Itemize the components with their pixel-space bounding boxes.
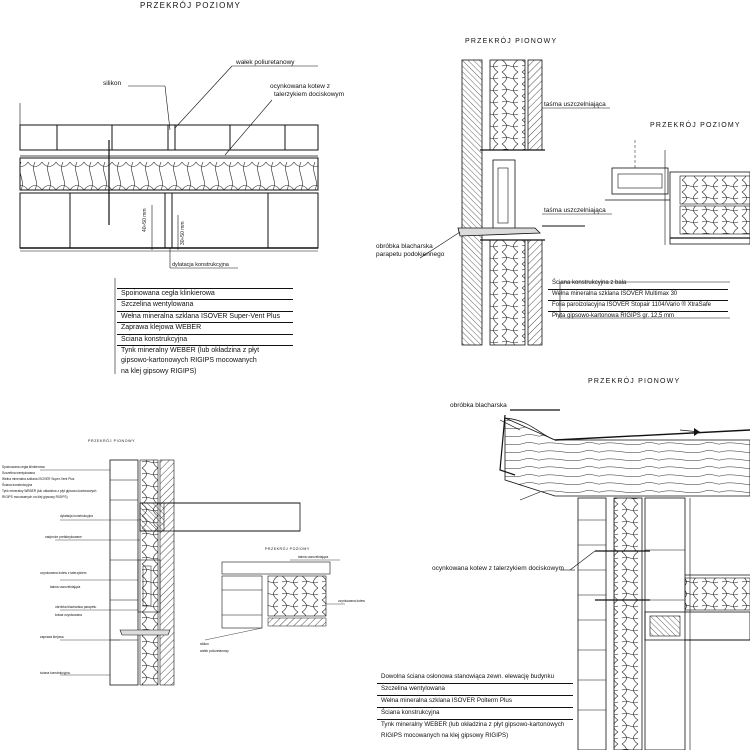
d1-callout-kotew-1: ocynkowana kotew z [270, 83, 330, 90]
d1-dim-b: 30÷50 mm [180, 221, 186, 245]
d2-layer-2: Wełna mineralna szklana ISOVER Multimax … [548, 290, 728, 301]
d1-layer-8: na klej gipsowy RIGIPS) [121, 367, 197, 375]
d1-layer-3: Wełna mineralna szklana ISOVER Super-Ven… [117, 312, 293, 324]
d5-obrobka: obróbka blacharska [450, 402, 507, 409]
d4-callout-2: ocynkowana kotew [338, 599, 365, 603]
d2-obrobka-1: obróbka blacharska [376, 243, 433, 250]
d1-callout-silikon: silikon [103, 80, 122, 87]
d3-note-4: Ściana konstrukcyjna [2, 483, 33, 487]
d1-layer-5: Ściana konstrukcyjna [117, 335, 293, 346]
diagram-2 [419, 59, 750, 346]
d3-callout-2: nadproże prefabrykowane [45, 535, 82, 539]
d5-layer-1: Dowolna ściana osłonowa stanowiąca zewn.… [377, 672, 573, 684]
d3-note-3: Wełna mineralna szklana ISOVER Super-Ven… [2, 477, 75, 481]
d4-callout-4: wałek poliuretanowy [200, 649, 229, 653]
d2-layer-3: Folia paroizolacyjna ISOVER Stopair 1104… [548, 301, 728, 312]
diagram-1 [19, 65, 319, 374]
d3-title: PRZEKRÓJ PIONOWY [88, 439, 136, 443]
d1-callout-walek: wałek poliuretanowy [236, 59, 295, 66]
d3-callout-4: taśma uszczelniająca [50, 585, 81, 589]
d4-title: PRZEKRÓJ POZIOMY [265, 547, 310, 551]
d1-title: PRZEKRÓJ POZIOMY [140, 1, 241, 10]
d2-obrobka-2: parapetu podokiennego [376, 251, 445, 258]
d5-layer-2: Szczelina wentylowana [377, 684, 573, 696]
d5-layer-legend: Dowolna ściana osłonowa stanowiąca zewn.… [377, 672, 573, 739]
d5-layer-5: Tynk mineralny WEBER (lub okładzina z pł… [381, 721, 565, 728]
d2-layer-legend: Ściana konstrukcyjna z bala Wełna minera… [548, 279, 728, 319]
d3-note-1: Spoinowana cegła klinkierowa [2, 465, 45, 469]
d1-layer-1: Spoinowana cegła klinkierowa [117, 289, 293, 301]
d3-callout-5: obróbka blacharska parapetu [55, 605, 97, 609]
d1-callout-dylatacja: dylatacja konstrukcyjna [172, 262, 229, 268]
d1-layer-legend: Spoinowana cegła klinkierowa Szczelina w… [117, 288, 293, 375]
d3-note-6: RIGIPS mocowanych na klej gipsowy RIGIPS… [2, 495, 68, 499]
d4-callout-1: taśma uszczelniająca [298, 555, 329, 559]
d3-callout-3: ocynkowana kotew z talerzykiem [40, 571, 87, 575]
d2-tasma-2: taśma uszczelniająca [544, 207, 606, 214]
d5-kotew: ocynkowana kotew z talerzykiem dociskowy… [432, 565, 564, 572]
d2-title-pionowy: PRZEKRÓJ PIONOWY [465, 38, 558, 45]
d2-layer-4: Płyta gipsowo-kartonowa RIGIPS gr. 12,5 … [552, 313, 675, 319]
d1-layer-2: Szczelina wentylowana [117, 300, 293, 312]
d1-layer-6: Tynk mineralny WEBER (lub okładzina z pł… [121, 346, 260, 354]
d3-callout-8: ściana konstrukcyjna [40, 671, 70, 675]
diagram-5 [499, 409, 750, 750]
diagram-3 [40, 459, 301, 686]
d2-title-poziomy: PRZEKRÓJ POZIOMY [650, 122, 741, 129]
d2-tasma-1: taśma uszczelniająca [544, 101, 606, 108]
d3-callout-6: kotwa ocynkowana [55, 613, 82, 617]
d1-callout-kotew-2: talerzykiem dociskowym [274, 91, 345, 98]
d1-layer-4: Zaprawa klejowa WEBER [117, 323, 293, 335]
d3-note-5: Tynk mineralny WEBER (lub okładzina z pł… [2, 489, 97, 493]
diagram-4 [204, 559, 345, 641]
d2-layer-1: Ściana konstrukcyjna z bala [548, 279, 728, 290]
d3-note-2: Szczelina wentylowana [2, 471, 35, 475]
d1-layer-7: gipsowo-kartonowych RIGIPS mocowanych [121, 357, 257, 365]
d3-callout-7: zaprawa klejowa [40, 635, 64, 639]
d5-layer-4: Ściana konstrukcyjna [377, 708, 573, 720]
d4-callout-3: silikon [200, 642, 209, 646]
d1-dim-a: 40÷50 mm [142, 208, 148, 232]
d5-title: PRZEKRÓJ PIONOWY [588, 378, 681, 385]
d5-layer-3: Wełna mineralna szklana ISOVER Polterm P… [377, 696, 573, 708]
d3-callout-1: dylatacja konstrukcyjna [60, 514, 93, 518]
d5-layer-6: RIGIPS mocowanych na klej gipsowy RIGIPS… [381, 732, 509, 739]
